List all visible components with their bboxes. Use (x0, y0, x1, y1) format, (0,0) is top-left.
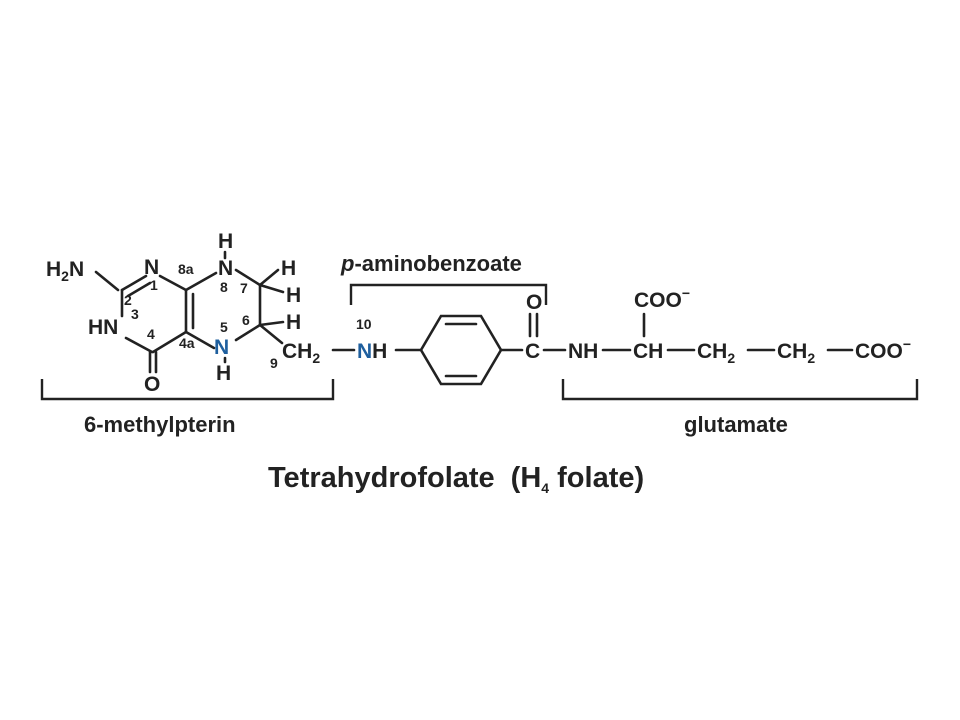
bond-c7-h1 (258, 268, 280, 287)
pos-8a: 8a (178, 261, 194, 277)
carbonyl-o-atom: O (526, 291, 542, 314)
bond-c7-h2 (258, 283, 285, 294)
bond-n1-c8a (158, 274, 188, 292)
bracket-pterin (40, 379, 335, 401)
bond-c2-n1 (120, 274, 148, 292)
bond-c4-c4a (151, 330, 188, 354)
pos-1: 1 (150, 277, 158, 293)
h8-atom: H (218, 230, 233, 253)
h5-atom: H (216, 362, 231, 385)
pos-4: 4 (147, 326, 155, 342)
bond-c6-n5 (234, 323, 262, 342)
bracket-glutamate (561, 379, 919, 401)
pos-6: 6 (242, 312, 250, 328)
o4-atom: O (144, 373, 160, 396)
pos-10: 10 (356, 316, 372, 332)
h2n-label: H2N (46, 258, 84, 284)
n8-atom: N (218, 257, 233, 280)
title-tetrahydrofolate: Tetrahydrofolate(H4 folate) (268, 462, 644, 496)
pos-5: 5 (220, 319, 228, 335)
coo-end-label: COO− (855, 336, 911, 363)
bracket-pab (349, 283, 548, 305)
label-p-aminobenzoate: p-aminobenzoate (340, 251, 522, 276)
h6-atom: H (286, 311, 301, 334)
bond-n3-c4 (124, 336, 154, 354)
n1-atom: N (144, 256, 159, 279)
hn3-atom: HN (88, 316, 118, 339)
n10-label: NH (357, 340, 387, 363)
label-glutamate: glutamate (684, 412, 788, 437)
pos-9: 9 (270, 355, 278, 371)
pos-4a: 4a (179, 335, 195, 351)
bond-n8-c7 (234, 268, 262, 287)
bond-nh2-c2 (94, 270, 120, 292)
n5-atom: N (214, 336, 229, 359)
pos-3: 3 (131, 306, 139, 322)
pos-8: 8 (220, 279, 228, 295)
carbonyl-c-atom: C (525, 340, 540, 363)
ch2-gamma-label: CH2 (777, 340, 815, 366)
bond-c2-n1-double (126, 281, 152, 298)
h7b-atom: H (286, 284, 301, 307)
alpha-ch-atom: CH (633, 340, 663, 363)
coo-top-label: COO− (634, 285, 690, 312)
pos-7: 7 (240, 280, 248, 296)
ch2-c9-label: CH2 (282, 340, 320, 366)
ch2-beta-label: CH2 (697, 340, 735, 366)
label-6-methylpterin: 6-methylpterin (84, 412, 236, 437)
bond-c6-c9 (258, 323, 284, 345)
amide-nh-atom: NH (568, 340, 598, 363)
bond-c6-h (258, 320, 285, 327)
benzene-ring (419, 314, 503, 386)
bond-c4a-n5 (184, 330, 216, 350)
pos-2: 2 (124, 292, 132, 308)
bond-c8a-n8 (184, 271, 218, 292)
h7a-atom: H (281, 257, 296, 280)
